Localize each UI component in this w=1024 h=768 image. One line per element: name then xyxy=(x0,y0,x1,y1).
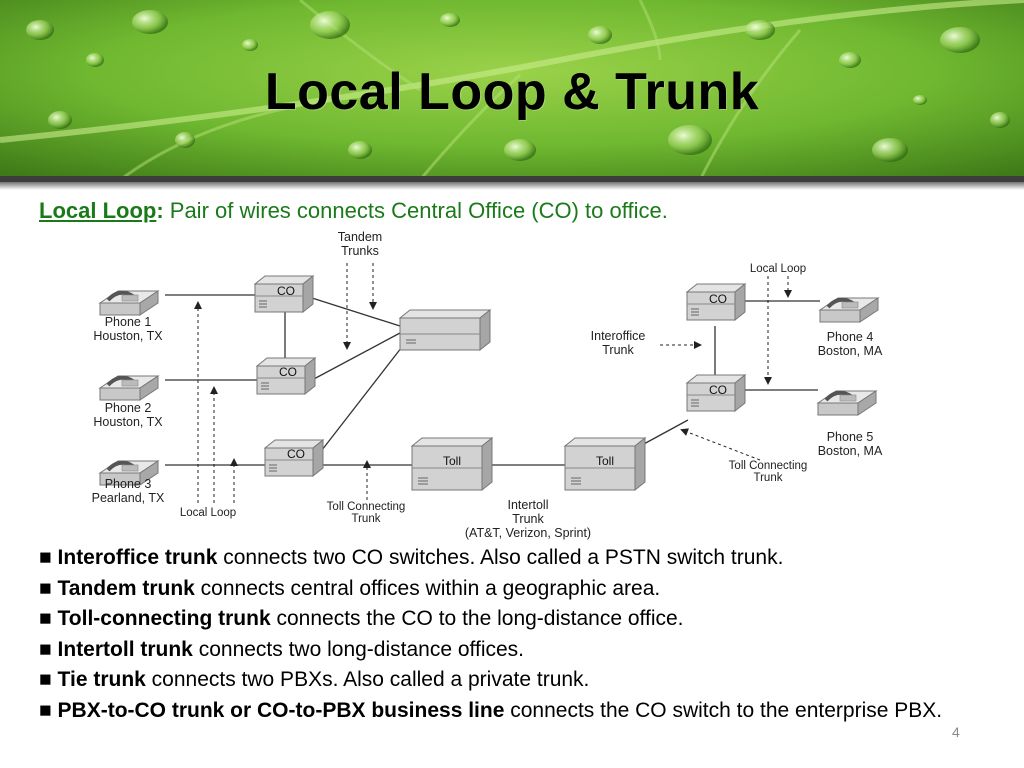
bullet-term: Interoffice trunk xyxy=(57,546,218,569)
intertoll-label-3: (AT&T, Verizon, Sprint) xyxy=(465,526,591,540)
local-loop-definition: Local Loop: Pair of wires connects Centr… xyxy=(39,198,668,224)
list-item: ■ Toll-connecting trunk connects the CO … xyxy=(39,604,999,635)
phone-4-icon xyxy=(818,296,880,324)
bullet-term: Tandem trunk xyxy=(57,576,195,600)
intertoll-label-2: Trunk xyxy=(512,512,544,526)
bullet-marker: ■ xyxy=(39,576,58,600)
phone-5-icon xyxy=(816,389,878,417)
local-loop-bottom-label: Local Loop xyxy=(180,507,236,519)
phone-2-icon xyxy=(98,374,160,402)
co-label-2: CO xyxy=(279,365,297,379)
co-label-3: CO xyxy=(287,447,305,461)
bullet-term: Intertoll trunk xyxy=(57,637,193,661)
trunk-types-list: ■ Interoffice trunk connects two CO swit… xyxy=(39,543,999,726)
co-label-1: CO xyxy=(277,284,295,298)
phone-4-name: Phone 4 xyxy=(827,330,874,344)
trunk-lines xyxy=(165,294,820,466)
annotation-arrows xyxy=(194,263,792,503)
list-item: ■ Intertoll trunk connects two long-dist… xyxy=(39,635,999,666)
bullet-marker: ■ xyxy=(39,668,58,691)
network-diagram: CO CO CO CO CO Toll Toll Tandem Trunks L… xyxy=(92,230,883,540)
definition-text: Pair of wires connects Central Office (C… xyxy=(163,198,668,223)
phone-4-location: Boston, MA xyxy=(818,344,883,358)
list-item: ■ PBX-to-CO trunk or CO-to-PBX business … xyxy=(39,696,999,727)
bullet-text: connects two PBXs. Also called a private… xyxy=(145,668,590,691)
bullet-text: connects two long-distance offices. xyxy=(192,637,525,661)
interoffice-label-1: Interoffice xyxy=(591,329,646,343)
phone-1-location: Houston, TX xyxy=(93,329,163,343)
co-label-5: CO xyxy=(709,383,727,397)
phone-3-location: Pearland, TX xyxy=(92,491,165,505)
phone-3-name: Phone 3 xyxy=(105,477,152,491)
bullet-marker: ■ xyxy=(39,637,58,661)
phone-1-icon xyxy=(98,289,160,317)
toll-label-2: Toll xyxy=(596,454,614,468)
toll-label-1: Toll xyxy=(443,454,461,468)
toll-connecting-left-label-1: Toll Connecting xyxy=(327,501,406,513)
toll-connecting-left-label-2: Trunk xyxy=(352,513,381,525)
list-item: ■ Tandem trunk connects central offices … xyxy=(39,574,999,605)
list-item: ■ Tie trunk connects two PBXs. Also call… xyxy=(39,665,999,696)
bullet-marker: ■ xyxy=(39,546,58,569)
bullet-term: PBX-to-CO trunk or CO-to-PBX business li… xyxy=(57,698,505,722)
bullet-marker: ■ xyxy=(39,698,58,722)
tandem-switch-icon xyxy=(398,308,492,352)
definition-colon: : xyxy=(156,198,164,223)
bullet-text: connects central offices within a geogra… xyxy=(194,576,661,600)
toll-connecting-right-label-1: Toll Connecting xyxy=(729,460,808,472)
phone-1-name: Phone 1 xyxy=(105,315,152,329)
phone-5-name: Phone 5 xyxy=(827,430,874,444)
bullet-marker: ■ xyxy=(39,607,58,630)
toll-connecting-right-label-2: Trunk xyxy=(754,472,783,484)
slide-title: Local Loop & Trunk xyxy=(264,63,760,121)
bullet-text: connects the CO to the long-distance off… xyxy=(270,607,684,630)
bullet-term: Toll-connecting trunk xyxy=(57,607,271,630)
phone-2-name: Phone 2 xyxy=(105,401,152,415)
bullet-term: Tie trunk xyxy=(57,668,146,691)
intertoll-label-1: Intertoll xyxy=(508,498,549,512)
tandem-trunks-label-2: Trunks xyxy=(341,244,379,258)
interoffice-label-2: Trunk xyxy=(602,343,634,357)
leaf-banner-image xyxy=(0,0,1024,190)
bullet-text: connects the CO switch to the enterprise… xyxy=(504,698,943,722)
bullet-text: connects two CO switches. Also called a … xyxy=(217,546,784,569)
phone-2-location: Houston, TX xyxy=(93,415,163,429)
slide-number: 4 xyxy=(952,724,960,740)
phone-5-location: Boston, MA xyxy=(818,444,883,458)
definition-term: Local Loop xyxy=(39,198,157,223)
local-loop-top-label: Local Loop xyxy=(750,263,806,275)
list-item: ■ Interoffice trunk connects two CO swit… xyxy=(39,543,999,574)
co-label-4: CO xyxy=(709,292,727,306)
tandem-trunks-label-1: Tandem xyxy=(338,230,382,244)
